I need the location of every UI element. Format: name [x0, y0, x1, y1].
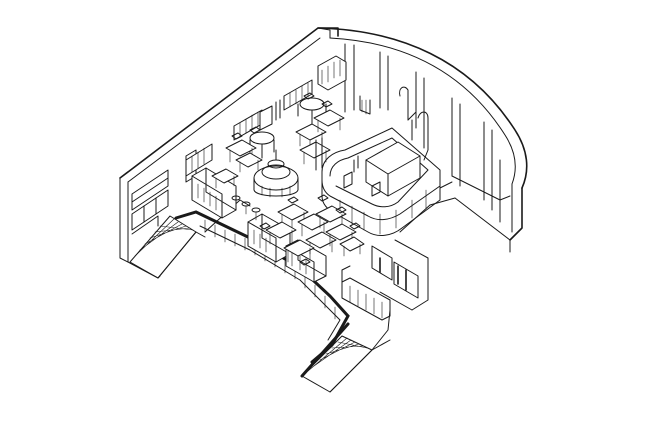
- bar-counter: [321, 127, 441, 236]
- glass-partition: [371, 245, 419, 299]
- pendant-fixtures: [359, 86, 429, 161]
- left-staircase: [129, 215, 206, 279]
- front-staircase: [300, 309, 391, 393]
- rear-shelving: [185, 55, 347, 177]
- round-booth: [253, 149, 299, 198]
- curved-wall: [317, 27, 528, 241]
- stools: [231, 195, 261, 221]
- front-landing: [341, 265, 391, 321]
- column: [315, 137, 323, 171]
- furniture-tables: [211, 92, 365, 266]
